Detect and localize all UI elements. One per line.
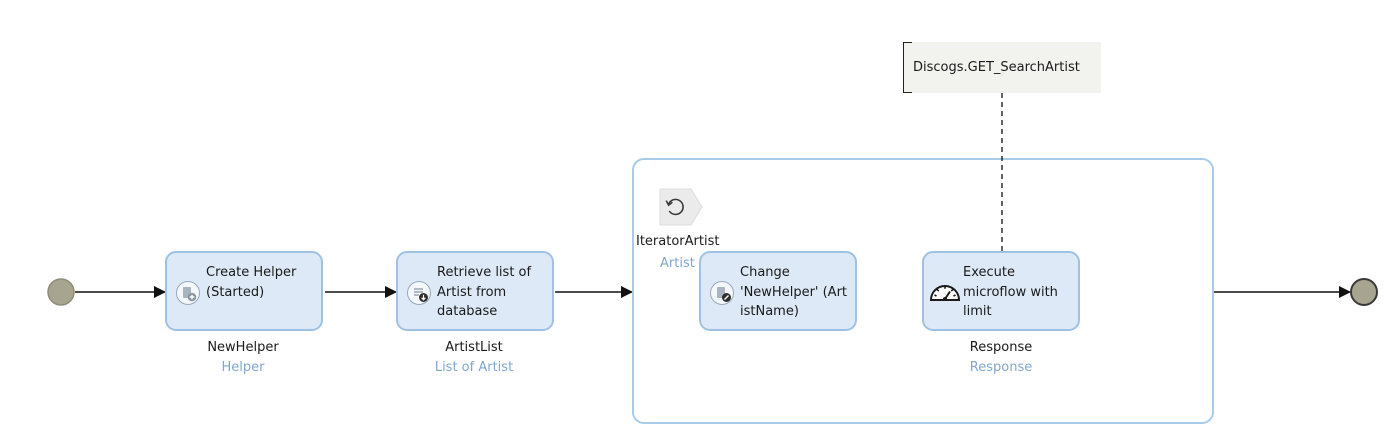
change-helper-label: Change 'NewHelper' (Art istName) (740, 265, 848, 319)
annotation-note[interactable]: Discogs.GET_SearchArtist (903, 42, 1101, 93)
create-helper-output-type: Helper (221, 360, 265, 375)
create-helper-output-variable: NewHelper (207, 340, 279, 355)
retrieve-list-output-variable: ArtistList (445, 340, 503, 355)
loop-iterator-icon[interactable] (658, 188, 704, 226)
execute-microflow-label: Execute microflow with limit (963, 265, 1058, 319)
annotation-text: Discogs.GET_SearchArtist (913, 60, 1080, 75)
execute-microflow-activity[interactable]: Execute microflow with limit (922, 251, 1080, 331)
loop-iterator-name: IteratorArtist (636, 234, 720, 249)
change-object-icon (710, 281, 734, 305)
retrieve-database-icon (407, 281, 431, 305)
execute-microflow-output-variable: Response (969, 340, 1033, 355)
retrieve-list-label: Retrieve list of Artist from database (437, 265, 532, 319)
create-helper-label: Create Helper (Started) (206, 265, 297, 300)
retrieve-list-output-type: List of Artist (434, 360, 514, 375)
change-helper-activity[interactable]: Change 'NewHelper' (Art istName) (699, 251, 857, 331)
create-helper-activity[interactable]: Create Helper (Started) (165, 251, 323, 331)
retrieve-list-activity[interactable]: Retrieve list of Artist from database (396, 251, 554, 331)
rest-call-gauge-icon (929, 285, 961, 301)
start-event[interactable] (47, 278, 75, 306)
retrieve-list-output: ArtistList List of Artist (364, 338, 584, 378)
loop-iterator-type: Artist (660, 256, 695, 271)
execute-microflow-output-type: Response (969, 360, 1033, 375)
end-event[interactable] (1350, 278, 1378, 306)
annotation-bracket (903, 42, 912, 93)
create-object-icon (176, 281, 200, 305)
create-helper-output: NewHelper Helper (133, 338, 353, 378)
execute-microflow-output: Response Response (891, 338, 1111, 378)
